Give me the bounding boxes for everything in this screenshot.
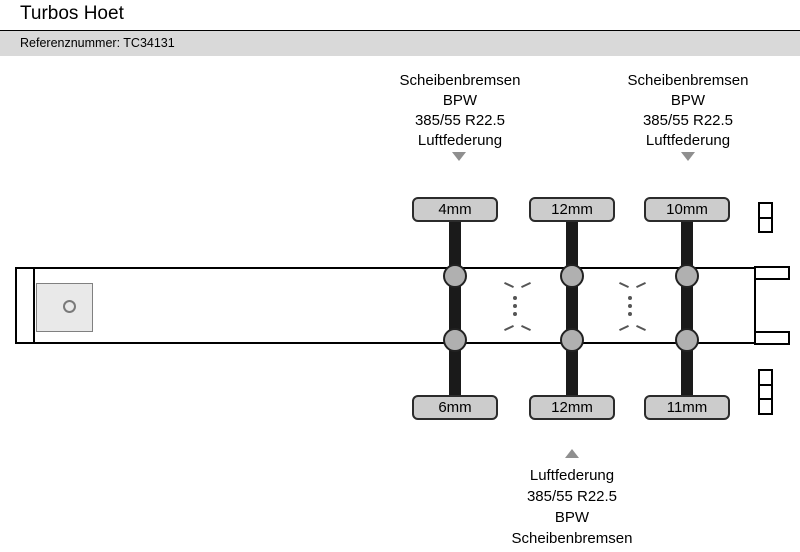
axle3-bottom-wheel [675,328,699,352]
axle3-spec-line: Scheibenbremsen [627,72,749,89]
axle3-top-wheel [675,264,699,288]
axle3-spec-line: 385/55 R22.5 [642,112,734,129]
axle2-spec-line: Scheibenbremsen [511,530,633,547]
axle2-pointer-up-icon [565,449,579,458]
axle1-top-tread-label: 4mm [412,197,498,222]
axle1-spec-line: BPW [442,92,478,109]
crossmember-dot [513,296,517,300]
rear-hinge-bottom [758,369,773,415]
crossmember-dot [513,312,517,316]
axle1-spec-block: Scheibenbremsen BPW 385/55 R22.5 Luftfed… [358,71,562,151]
axle1-spec-line: Luftfederung [417,132,503,149]
header-divider [0,30,800,31]
axle3-spec-line: BPW [670,92,706,109]
axle1-top-wheel [443,264,467,288]
axle2-top-tread-label: 12mm [529,197,615,222]
axle2-bar [566,222,578,396]
axle3-pointer-down-icon [681,152,695,161]
axle3-spec-line: Luftfederung [645,132,731,149]
page-title: Turbos Hoet [20,3,124,24]
axle1-bar [449,222,461,396]
axle3-top-tread-label: 10mm [644,197,730,222]
axle1-spec-line: 385/55 R22.5 [414,112,506,129]
crossmember-dot [513,304,517,308]
rear-frame-extension-bottom [754,331,790,345]
crossmember-dot [628,304,632,308]
hinge-divider [760,398,771,400]
axle1-bottom-wheel [443,328,467,352]
rear-frame-extension-top [754,266,790,280]
rear-hinge-top [758,202,773,233]
axle2-bottom-wheel [560,328,584,352]
axle2-spec-line: 385/55 R22.5 [526,488,618,505]
crossmember-dot [628,312,632,316]
chassis-outline [15,267,756,344]
hinge-divider [760,384,771,386]
axle3-bar [681,222,693,396]
axle2-spec-block: Luftfederung 385/55 R22.5 BPW Scheibenbr… [470,465,674,549]
axle2-top-wheel [560,264,584,288]
axle1-bottom-tread-label: 6mm [412,395,498,420]
axle1-pointer-down-icon [452,152,466,161]
crossmember-dot [628,296,632,300]
chassis-front-crossmember [33,269,35,342]
axle3-spec-block: Scheibenbremsen BPW 385/55 R22.5 Luftfed… [586,71,790,151]
axle2-spec-line: Luftfederung [529,467,615,484]
hinge-divider [760,217,771,219]
reference-number: Referenznummer: TC34131 [20,36,175,50]
kingpin [63,300,76,313]
axle2-bottom-tread-label: 12mm [529,395,615,420]
axle1-spec-line: Scheibenbremsen [399,72,521,89]
axle3-bottom-tread-label: 11mm [644,395,730,420]
reference-bar: Referenznummer: TC34131 [0,31,800,56]
axle2-spec-line: BPW [554,509,590,526]
